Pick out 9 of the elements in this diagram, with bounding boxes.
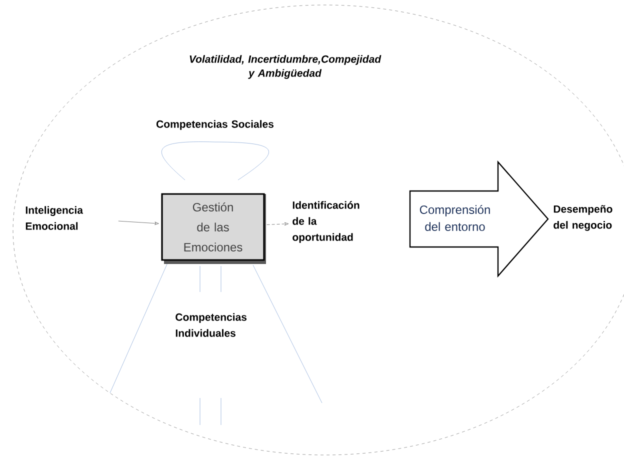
text-label: Inteligencia Emocional xyxy=(26,206,84,230)
arrow xyxy=(266,222,289,226)
text-label: Desempeño del negocio xyxy=(554,205,612,231)
heading: Volatilidad, Incertidumbre,Compejidad y Ambigüedad xyxy=(190,55,382,79)
process-box: Gestión de las Emociones xyxy=(161,193,266,264)
arrow xyxy=(118,220,159,225)
text-label: Competencias Sociales xyxy=(156,120,274,130)
text-label: Competencias Individuales xyxy=(176,313,247,337)
text-label: Identificación de la oportunidad xyxy=(292,201,360,243)
